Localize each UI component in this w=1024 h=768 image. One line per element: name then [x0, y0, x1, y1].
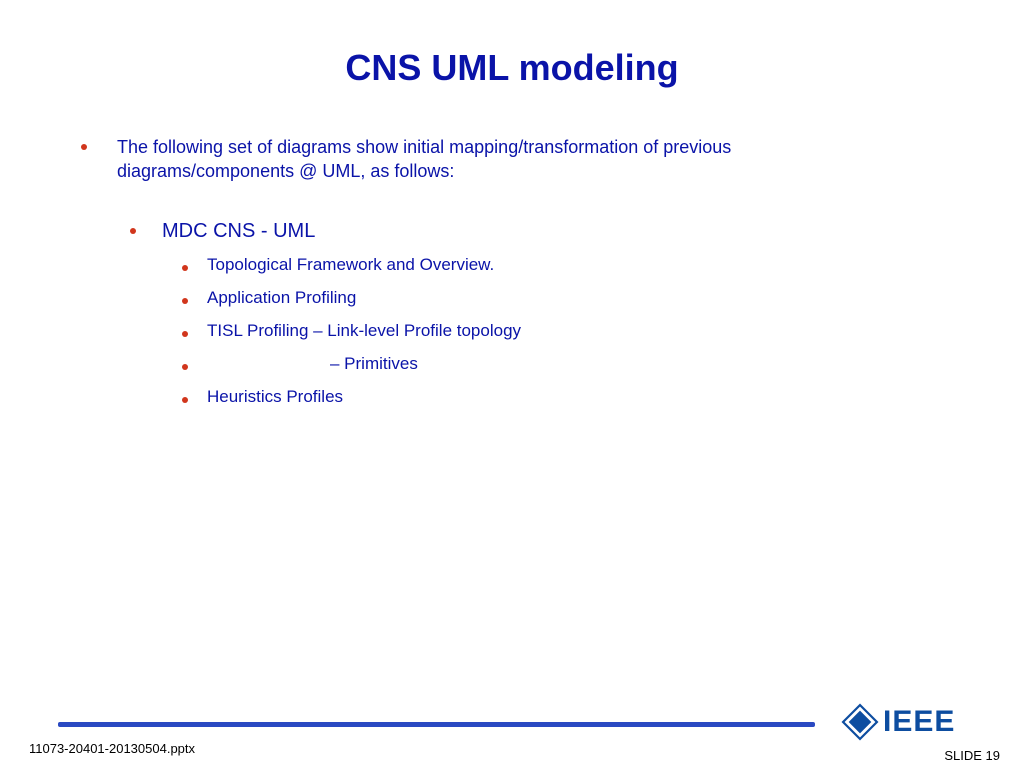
bullet-dot — [130, 228, 136, 234]
ieee-diamond-icon — [841, 703, 879, 741]
sub-sub-bullet-primitives: – Primitives — [330, 354, 418, 373]
sub-sub-bullet-tisl: TISL Profiling – Link-level Profile topo… — [207, 321, 522, 340]
bullet-dot — [182, 265, 188, 271]
slide-number: SLIDE 19 — [944, 748, 1000, 763]
sub-bullet-mdc-cns-uml: MDC CNS - UML — [162, 220, 316, 242]
sub-sub-bullet-heuristics: Heuristics Profiles — [207, 387, 344, 406]
bullet-dot — [182, 364, 188, 370]
bullet-dot — [182, 298, 188, 304]
footer-divider — [58, 722, 815, 727]
main-bullet-text: The following set of diagrams show initi… — [117, 137, 732, 181]
bullet-dot — [182, 331, 188, 337]
slide-title: CNS UML modeling — [345, 47, 679, 88]
bullet-dot — [182, 397, 188, 403]
ieee-logo: IEEE — [841, 702, 955, 742]
ieee-logo-text: IEEE — [883, 705, 956, 738]
sub-sub-bullet-topological: Topological Framework and Overview. — [207, 255, 495, 274]
bullet-dot — [81, 144, 87, 150]
sub-sub-bullet-application: Application Profiling — [207, 288, 357, 307]
footer-filename: 11073-20401-20130504.pptx — [29, 741, 196, 756]
